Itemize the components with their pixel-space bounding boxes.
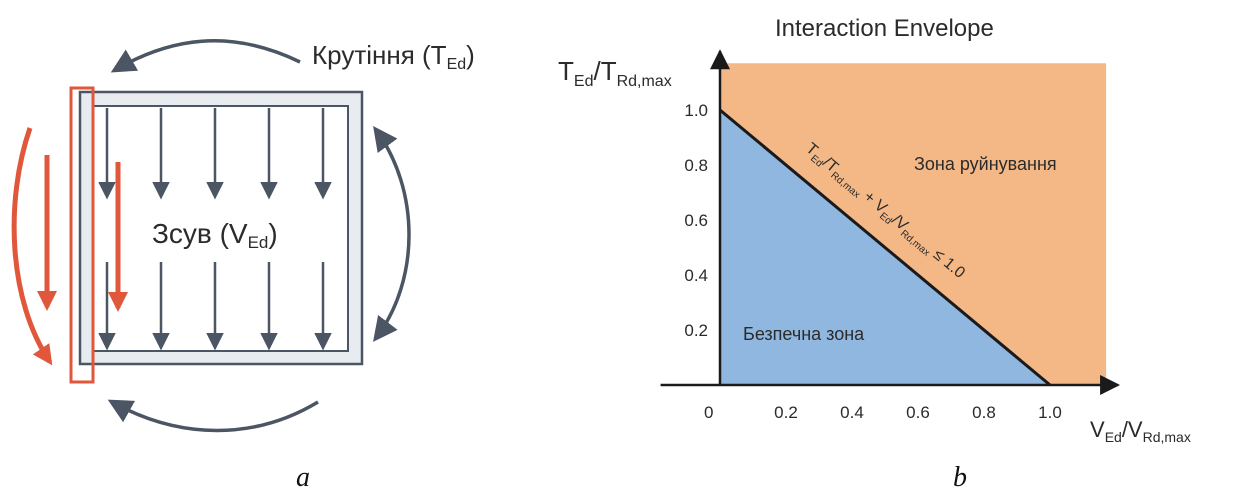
red-curved-arrow [11, 127, 53, 366]
safe-zone-label: Безпечна зона [743, 324, 865, 344]
x-tick-labels: 0.2 0.4 0.6 0.8 1.0 [774, 403, 1062, 422]
chart-title: Interaction Envelope [775, 15, 994, 42]
caption-a: a [296, 462, 310, 493]
x-tick-label: 0.6 [906, 403, 930, 422]
caption-b: b [953, 462, 967, 493]
torsion-arrow-bottom [107, 399, 319, 433]
shear-arrows [98, 108, 332, 351]
x-tick-label: 1.0 [1038, 403, 1062, 422]
interaction-envelope-line [719, 108, 1051, 387]
x-tick-label: 0.4 [840, 403, 864, 422]
y-tick-label: 0.2 [684, 321, 708, 340]
y-tick-label: 0.4 [684, 266, 708, 285]
panel-a: Крутіння (TEd) Зсув (VEd) [11, 39, 475, 493]
y-tick-labels: 0.2 0.4 0.6 0.8 1.0 [684, 101, 708, 340]
x-tick-label: 0.8 [972, 403, 996, 422]
shear-label: Зсув (VEd) [152, 218, 278, 252]
y-tick-label: 0.6 [684, 211, 708, 230]
x-axis-label: VEd/VRd,max [1090, 417, 1191, 445]
y-tick-label: 1.0 [684, 101, 708, 120]
failure-zone-label: Зона руйнування [914, 154, 1057, 174]
origin-label: 0 [704, 403, 713, 422]
critical-wall-highlight [69, 86, 95, 384]
panel-b: Interaction Envelope TEd/TRd,max 0.20.40… [558, 15, 1191, 493]
x-tick-label: 0.2 [774, 403, 798, 422]
section-inner [92, 105, 349, 352]
torsion-label: Крутіння (TEd) [312, 40, 475, 73]
y-axis-label: TEd/TRd,max [558, 56, 672, 90]
torsion-arrow-top [110, 39, 301, 73]
y-tick-label: 0.8 [684, 156, 708, 175]
torsion-arrow-right [373, 126, 411, 342]
